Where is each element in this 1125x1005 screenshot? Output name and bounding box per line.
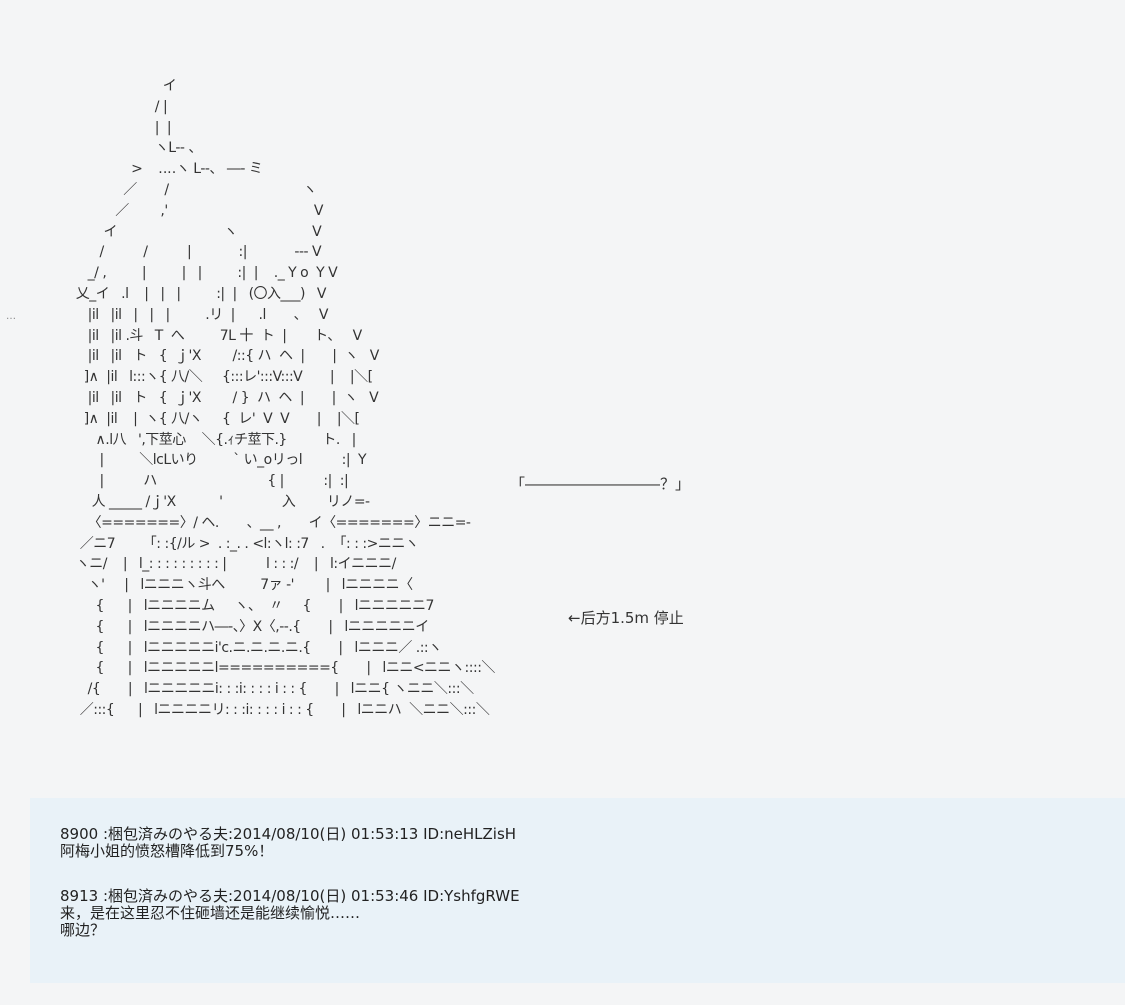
post: 8900 :梱包済みのやる夫:2014/08/10(日) 01:53:13 ID… [60, 826, 516, 860]
post-header: 8900 :梱包済みのやる夫:2014/08/10(日) 01:53:13 ID… [60, 825, 517, 843]
ascii-art: イ / | | | ヽL-- 、 > ‥‥ヽ L--、 ―- ミ ／ / ヽ [75, 78, 496, 718]
posts-panel: 8900 :梱包済みのやる夫:2014/08/10(日) 01:53:13 ID… [30, 798, 1125, 983]
stop-annotation: ←后方1.5m 停止 [568, 609, 684, 627]
ascii-art-area: … イ / | | | ヽL-- 、 > ‥‥ヽ L--、 ―- ミ ／ / [6, 78, 691, 718]
post-body-line: 哪边？ [60, 921, 106, 939]
post-header: 8913 :梱包済みのやる夫:2014/08/10(日) 01:53:46 ID… [60, 887, 520, 905]
post: 8913 :梱包済みのやる夫:2014/08/10(日) 01:53:46 ID… [60, 888, 520, 939]
post-body-line: 来，是在这里忍不住砸墙还是能继续愉悦…… [60, 904, 361, 922]
edge-mark: … [6, 311, 16, 322]
post-body-line: 阿梅小姐的愤怒槽降低到75%！ [60, 842, 274, 860]
question-annotation: 「―――――――――？」 [510, 475, 691, 493]
